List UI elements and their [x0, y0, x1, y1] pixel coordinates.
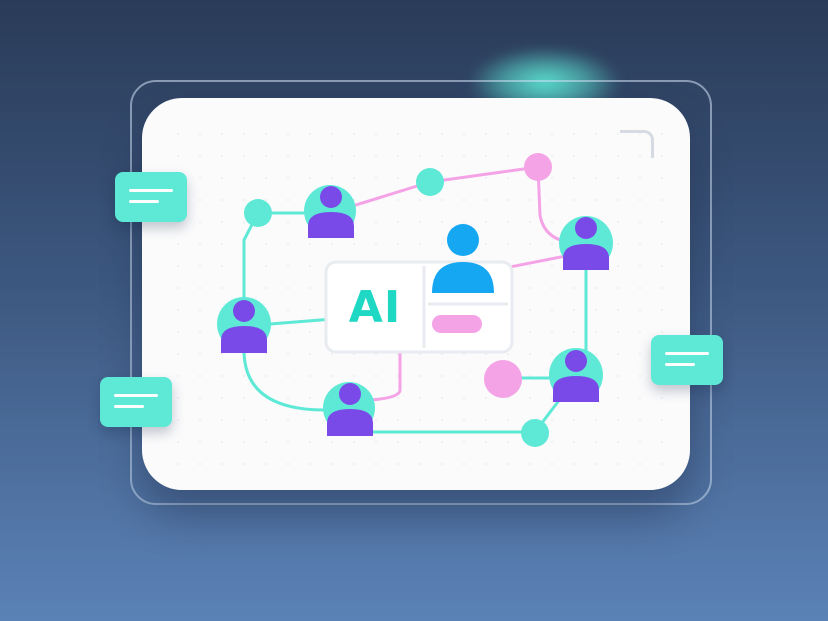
- user-icon: [432, 224, 494, 293]
- connector-line: [368, 348, 402, 402]
- network-node-icon: [484, 360, 522, 398]
- status-pill: [432, 315, 482, 333]
- network-node-icon: [244, 199, 272, 227]
- connector-line: [428, 165, 540, 184]
- connector-line: [268, 317, 335, 326]
- user-icon: [549, 348, 603, 402]
- frame-outline: [130, 80, 712, 505]
- user-icon: [217, 297, 271, 353]
- chat-bubble-icon: [651, 335, 723, 385]
- user-icon: [304, 185, 356, 238]
- chat-bubble-icon: [115, 172, 187, 222]
- connector-line: [242, 348, 327, 412]
- ai-label: AI: [348, 282, 402, 333]
- network-node-icon: [416, 168, 444, 196]
- network-node-icon: [524, 153, 552, 181]
- user-icon: [323, 382, 375, 436]
- network-node-icon: [521, 419, 549, 447]
- user-icon: [559, 216, 613, 270]
- chat-bubble-icon: [100, 377, 172, 427]
